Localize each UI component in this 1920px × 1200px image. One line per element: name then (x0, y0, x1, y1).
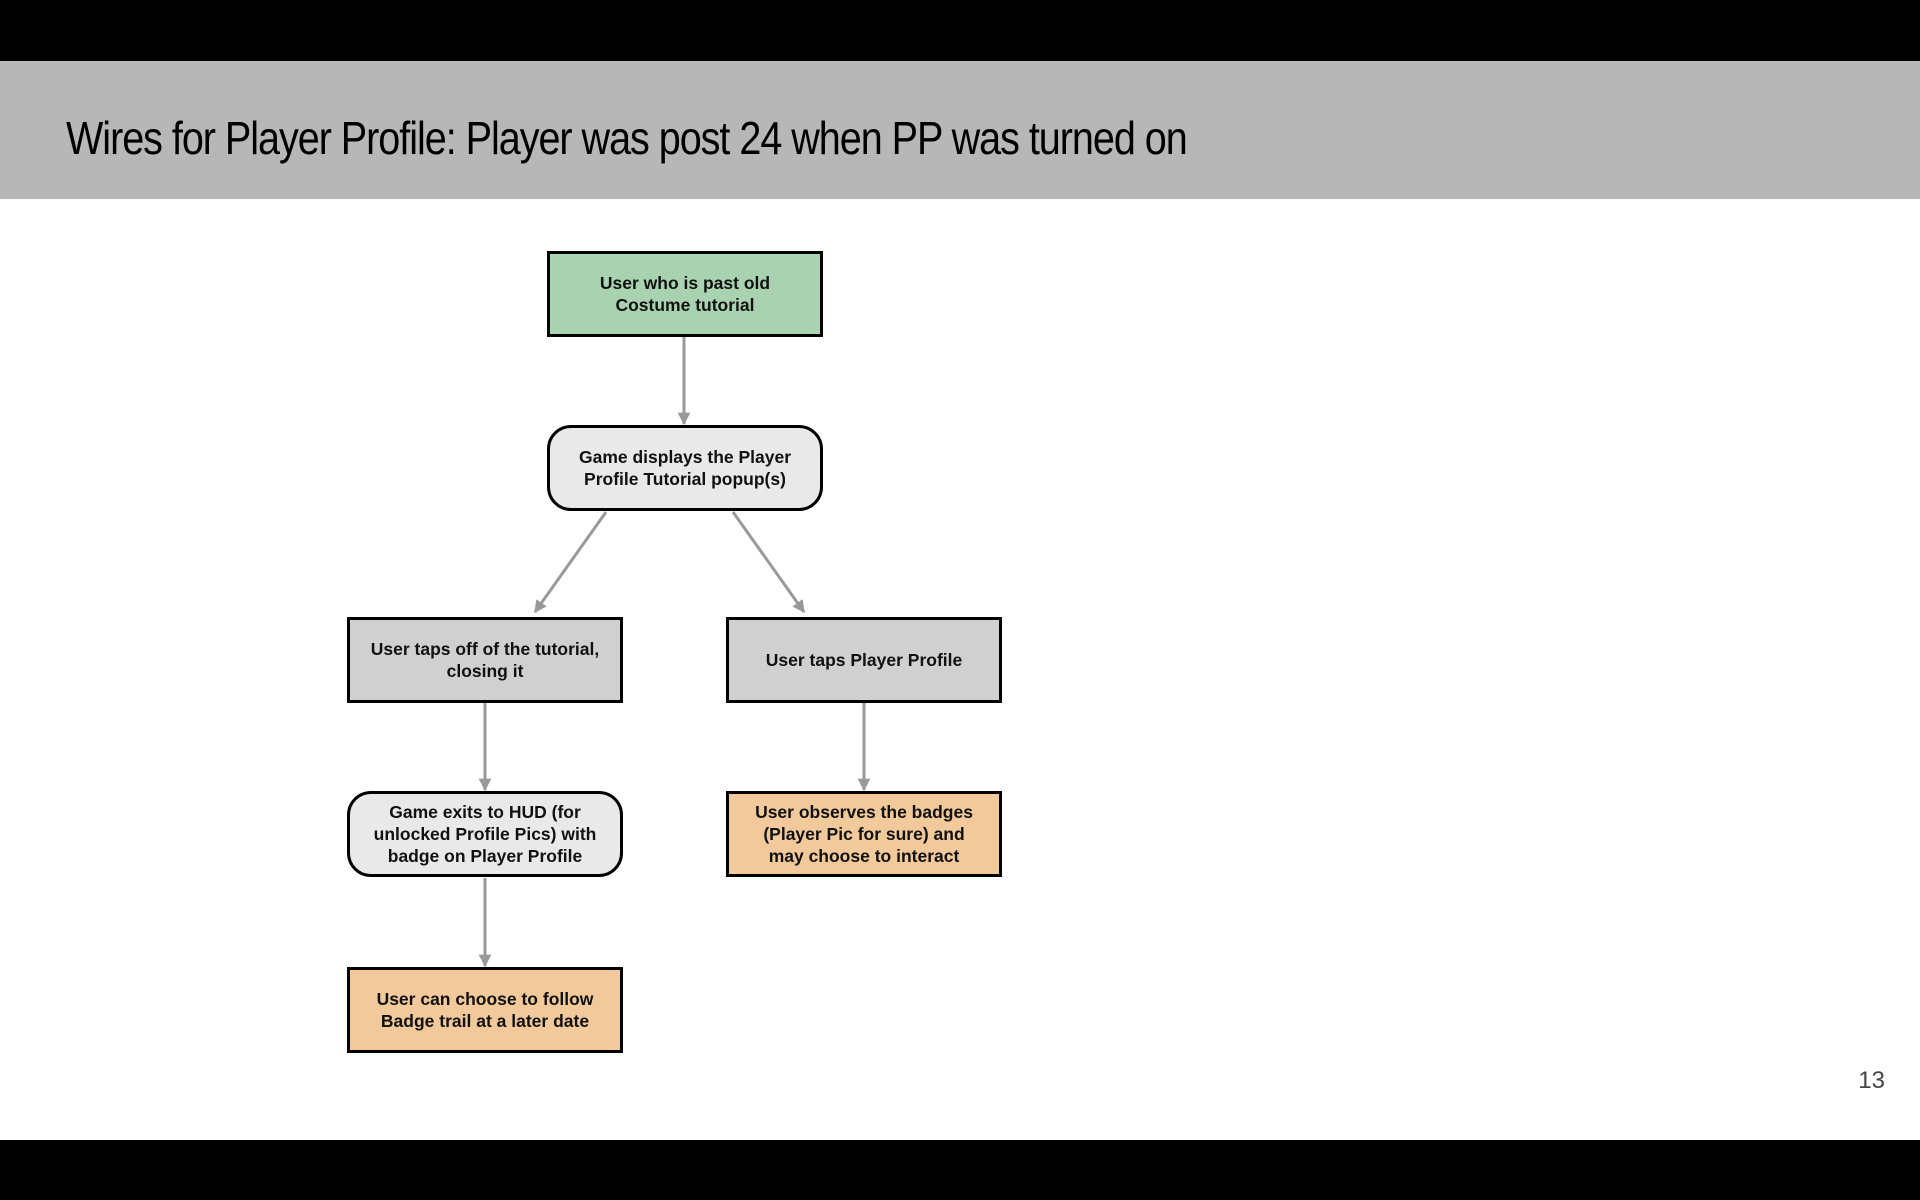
node-tap-profile: User taps Player Profile (726, 617, 1002, 703)
node-tutorial-popup: Game displays the Player Profile Tutoria… (547, 425, 823, 511)
page-number: 13 (1858, 1067, 1885, 1094)
node-follow-badge: User can choose to follow Badge trail at… (347, 967, 623, 1053)
node-observe-badges: User observes the badges (Player Pic for… (726, 791, 1002, 877)
node-start-label: User who is past old Costume tutorial (599, 273, 771, 315)
slide-title: Wires for Player Profile: Player was pos… (66, 112, 1188, 164)
edge-tutorial-popup-to-tap-profile (731, 511, 806, 614)
node-observe-badges-label: User observes the badges (Player Pic for… (755, 802, 973, 866)
node-exit-hud: Game exits to HUD (for unlocked Profile … (347, 791, 623, 877)
slide: Wires for Player Profile: Player was pos… (0, 61, 1920, 1140)
header-band: Wires for Player Profile: Player was pos… (0, 61, 1920, 199)
node-tap-off-label: User taps off of the tutorial, closing i… (370, 639, 600, 681)
node-follow-badge-label: User can choose to follow Badge trail at… (376, 989, 594, 1031)
node-exit-hud-label: Game exits to HUD (for unlocked Profile … (373, 802, 597, 866)
letterbox-top-bar (0, 0, 1920, 61)
edge-tutorial-popup-to-tap-off (533, 511, 608, 614)
node-tap-profile-label: User taps Player Profile (765, 650, 963, 670)
node-tutorial-popup-label: Game displays the Player Profile Tutoria… (578, 447, 792, 489)
node-start: User who is past old Costume tutorial (547, 251, 823, 337)
node-tap-off: User taps off of the tutorial, closing i… (347, 617, 623, 703)
letterbox-bottom-bar (0, 1140, 1920, 1200)
